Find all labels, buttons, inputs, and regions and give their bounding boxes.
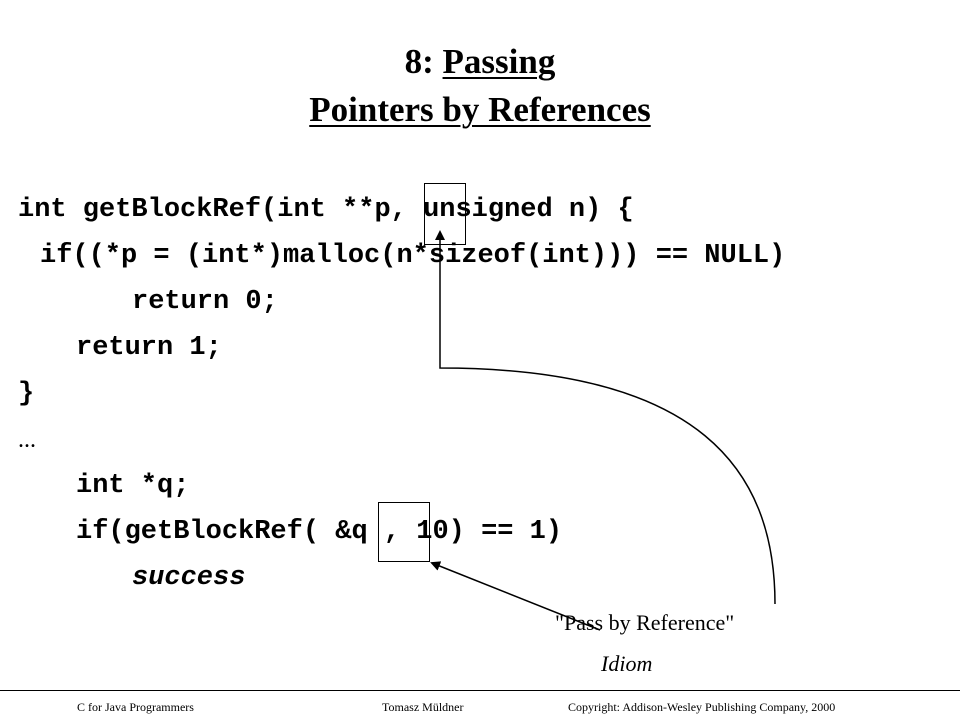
slide-title-line1: 8: Passing: [0, 40, 960, 84]
arrow-to-q: [430, 561, 601, 631]
arrow-to-p: [435, 230, 776, 605]
code-line-1-end: , unsigned n) {: [390, 195, 634, 225]
code-line-7-end: , 10) == 1): [367, 517, 563, 547]
annotation-idiom: Idiom: [601, 651, 653, 676]
code-line-1: int getBlockRef(int **p, unsigned n) {: [18, 194, 634, 226]
footer-right: Copyright: Addison-Wesley Publishing Com…: [568, 700, 836, 714]
code-line-6: int *q;: [76, 471, 190, 501]
code-line-7: if(getBlockRef( &q , 10) == 1): [76, 516, 562, 548]
footer-left: C for Java Programmers: [77, 700, 194, 714]
highlight-box-p: [424, 183, 466, 245]
code-param-p: *p: [358, 195, 391, 225]
code-arg-q: &q: [335, 517, 368, 547]
code-line-3: return 0;: [132, 287, 278, 317]
code-line-2: if((*p = (int*)malloc(n*sizeof(int))) ==…: [40, 241, 786, 271]
code-line-7-start: if(getBlockRef(: [76, 517, 336, 547]
code-line-4: return 1;: [76, 333, 222, 363]
slide-title-line2: Pointers by References: [0, 88, 960, 132]
code-ellipsis: ...: [18, 427, 36, 453]
highlight-box-q: [378, 502, 430, 562]
title-pointers-by-references: Pointers by References: [309, 90, 651, 129]
code-line-8: success: [132, 563, 246, 593]
code-line-5: }: [18, 379, 35, 409]
code-line-1-start: int getBlockRef(int *: [18, 195, 359, 225]
title-prefix: 8:: [404, 42, 443, 81]
footer-center: Tomasz Müldner: [382, 700, 464, 714]
annotation-pass-by-reference: "Pass by Reference": [555, 610, 735, 635]
title-passing: Passing: [442, 42, 556, 81]
footer-divider: [0, 690, 960, 691]
